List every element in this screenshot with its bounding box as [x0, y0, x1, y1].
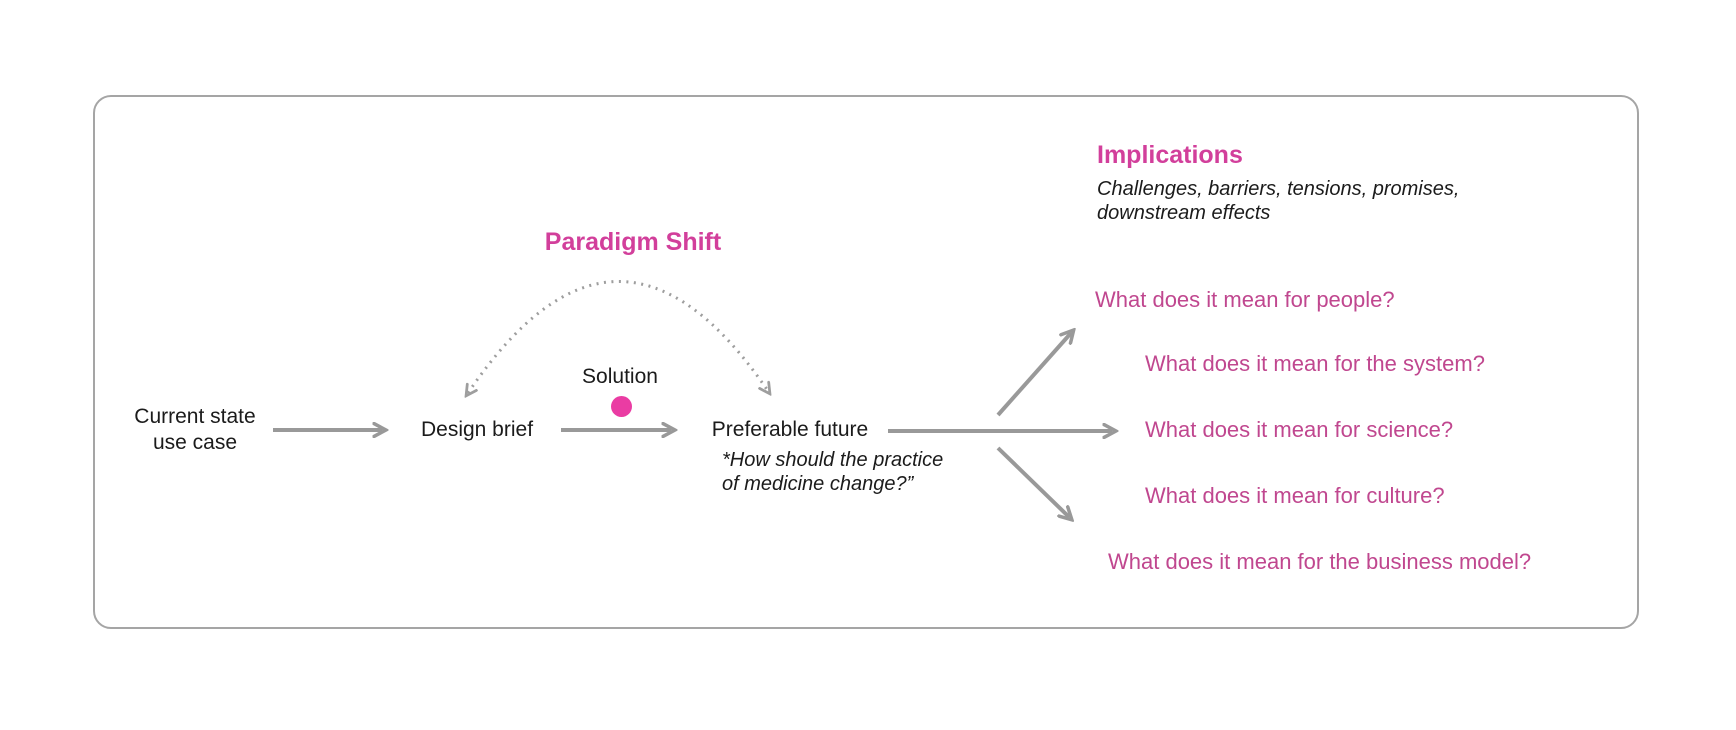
solution-dot-icon [611, 396, 632, 417]
preferable-future-caption: *How should the practice of medicine cha… [722, 449, 944, 495]
implication-question-people: What does it mean for people? [1095, 287, 1395, 312]
paradigm-shift-label: Paradigm Shift [544, 228, 722, 256]
implication-question-culture: What does it mean for culture? [1145, 483, 1445, 508]
implication-question-science: What does it mean for science? [1145, 417, 1454, 442]
solution-label: Solution [582, 365, 658, 388]
implication-question-business-model: What does it mean for the business model… [1108, 549, 1532, 574]
diagram-border-frame [93, 95, 1639, 629]
implication-question-system: What does it mean for the system? [1145, 351, 1485, 376]
node-preferable-future: Preferable future [711, 418, 869, 441]
node-current-state: Current state use case [134, 405, 256, 454]
node-design-brief: Design brief [420, 418, 534, 441]
implications-subtitle: Challenges, barriers, tensions, promises… [1097, 178, 1460, 224]
implications-title: Implications [1097, 141, 1243, 169]
